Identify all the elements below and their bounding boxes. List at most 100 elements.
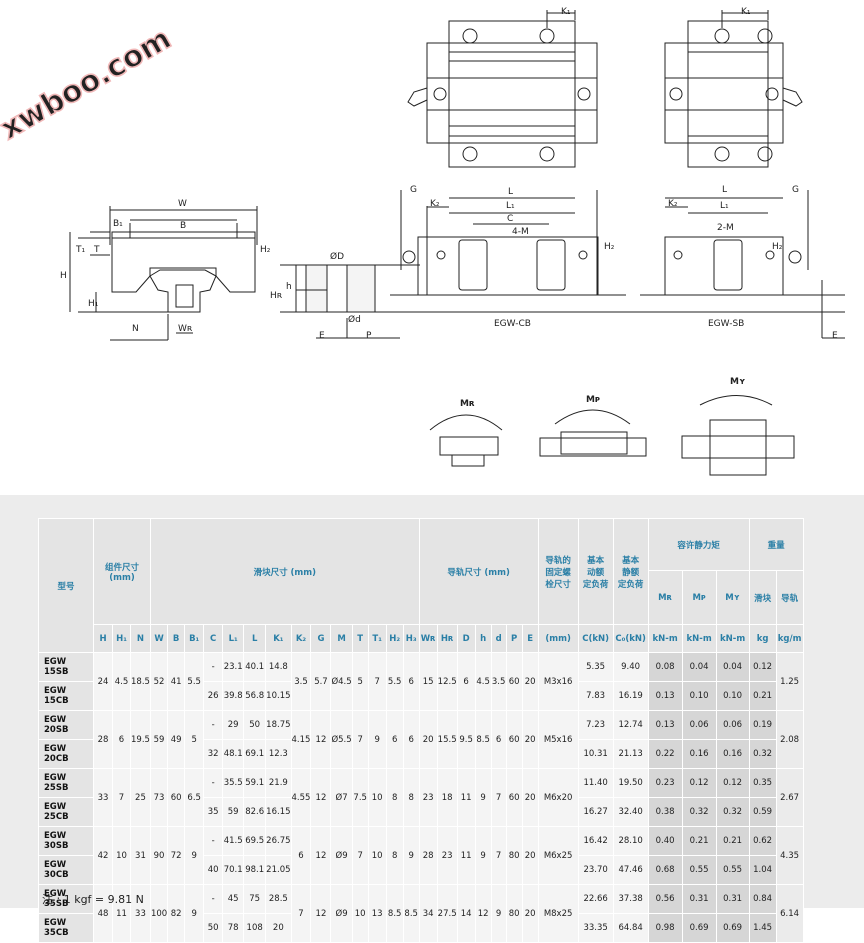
table-cell: 8.5 — [474, 710, 492, 769]
table-cell: 0.69 — [681, 913, 717, 943]
table-cell: 80 — [505, 826, 523, 885]
table-cell: - — [203, 768, 224, 798]
svg-text:T₁: T₁ — [75, 245, 85, 255]
table-cell: 10 — [351, 884, 369, 943]
model-cell: EGW 20CB — [38, 739, 94, 769]
table-cell: 20 — [521, 710, 539, 769]
table-cell: 22.66 — [577, 884, 614, 914]
table-cell: 48.1 — [222, 739, 245, 769]
svg-text:K₂: K₂ — [668, 199, 678, 209]
svg-text:ØD: ØD — [330, 251, 344, 262]
table-cell: 6 — [385, 710, 404, 769]
table-cell: 20 — [265, 913, 292, 943]
table-cell: 7 — [367, 652, 387, 711]
table-cell: M6x20 — [537, 768, 579, 827]
table-cell: 0.69 — [715, 913, 750, 943]
table-cell: 4.5 — [474, 652, 492, 711]
table-cell: Ø9 — [330, 826, 353, 885]
table-cell: 16.42 — [577, 826, 614, 856]
table-cell: 27.5 — [436, 884, 458, 943]
table-cell: 0.68 — [647, 855, 683, 885]
table-cell: 9 — [474, 768, 492, 827]
svg-text:2-M: 2-M — [717, 223, 734, 233]
table-cell: 12.74 — [612, 710, 649, 740]
table-cell: 7 — [490, 826, 507, 885]
table-cell: 23 — [436, 826, 458, 885]
table-cell: Ø5.5 — [330, 710, 353, 769]
table-cell: 39.8 — [222, 681, 245, 711]
table-cell: 12 — [474, 884, 492, 943]
table-cell: 40.1 — [243, 652, 267, 682]
table-cell: 18.75 — [265, 710, 292, 740]
table-cell: 0.59 — [748, 797, 777, 827]
table-cell: 28.5 — [265, 884, 292, 914]
table-cell: 7 — [290, 884, 312, 943]
table-cell: 24 — [93, 652, 113, 711]
header-model: 型号 — [38, 518, 94, 653]
variant-label-cb: EGW-CB — [494, 319, 531, 329]
table-cell: 0.06 — [681, 710, 717, 740]
table-cell: 4.35 — [775, 826, 804, 885]
moment-label-mr: Mʀ — [460, 399, 475, 409]
table-cell: 7.23 — [577, 710, 614, 740]
table-cell: 49 — [167, 710, 186, 769]
svg-text:B: B — [180, 221, 186, 231]
table-cell: 37.38 — [612, 884, 649, 914]
table-cell: 52 — [149, 652, 169, 711]
rail-section — [280, 264, 420, 339]
table-cell: 0.31 — [681, 884, 717, 914]
table-cell: M8x25 — [537, 884, 579, 943]
table-cell: 6 — [112, 710, 131, 769]
table-cell: 4.55 — [290, 768, 312, 827]
table-cell: 0.19 — [748, 710, 777, 740]
model-cell: EGW 25CB — [38, 797, 94, 827]
svg-text:K₁: K₁ — [561, 7, 571, 17]
unit-note: 注 : 1 kgf = 9.81 N — [42, 893, 144, 906]
table-cell: 0.84 — [748, 884, 777, 914]
svg-text:C: C — [507, 214, 513, 224]
header-bolt: 导轨的 固定螺 栓尺寸 — [537, 518, 579, 625]
header-weight: 重量 — [748, 518, 804, 571]
header-dynamic-load: 基本 动额 定负荷 — [577, 518, 614, 625]
svg-text:E: E — [832, 331, 838, 341]
svg-text:G: G — [410, 185, 417, 195]
table-cell: 8 — [385, 826, 404, 885]
table-cell: 59 — [222, 797, 245, 827]
end-view — [69, 206, 258, 341]
svg-text:B₁: B₁ — [113, 219, 123, 229]
table-cell: 11 — [456, 826, 476, 885]
dimension-labels: W B₁ B T₁ T H₂ H H₁ N Wʀ ØD h Hʀ Ød E P … — [60, 7, 838, 409]
svg-text:K₂: K₂ — [430, 199, 440, 209]
table-cell: 42 — [93, 826, 113, 885]
svg-text:Hʀ: Hʀ — [270, 291, 283, 301]
table-cell: 9 — [474, 826, 492, 885]
table-cell: 0.62 — [748, 826, 777, 856]
table-cell: 21.05 — [265, 855, 292, 885]
table-cell: 0.56 — [647, 884, 683, 914]
svg-text:4-M: 4-M — [512, 227, 529, 237]
model-cell: EGW 15SB — [38, 652, 94, 682]
table-cell: 20 — [521, 652, 539, 711]
table-cell: 0.38 — [647, 797, 683, 827]
table-cell: M3x16 — [537, 652, 579, 711]
table-cell: 8.5 — [402, 884, 420, 943]
table-cell: 7.83 — [577, 681, 614, 711]
variant-label-sb: EGW-SB — [708, 319, 744, 329]
table-cell: 0.22 — [647, 739, 683, 769]
table-cell: 10.15 — [265, 681, 292, 711]
table-cell: 10.31 — [577, 739, 614, 769]
svg-text:H₂: H₂ — [604, 242, 615, 252]
table-cell: 0.12 — [748, 652, 777, 682]
table-cell: 2.08 — [775, 710, 804, 769]
table-cell: Ø9 — [330, 884, 353, 943]
svg-text:P: P — [366, 331, 372, 341]
table-cell: 41 — [167, 652, 186, 711]
table-cell: 9 — [184, 884, 205, 943]
table-cell: 59.1 — [243, 768, 267, 798]
model-cell: EGW 25SB — [38, 768, 94, 798]
table-cell: 0.32 — [748, 739, 777, 769]
table-cell: 9 — [490, 884, 507, 943]
table-cell: 0.04 — [681, 652, 717, 682]
